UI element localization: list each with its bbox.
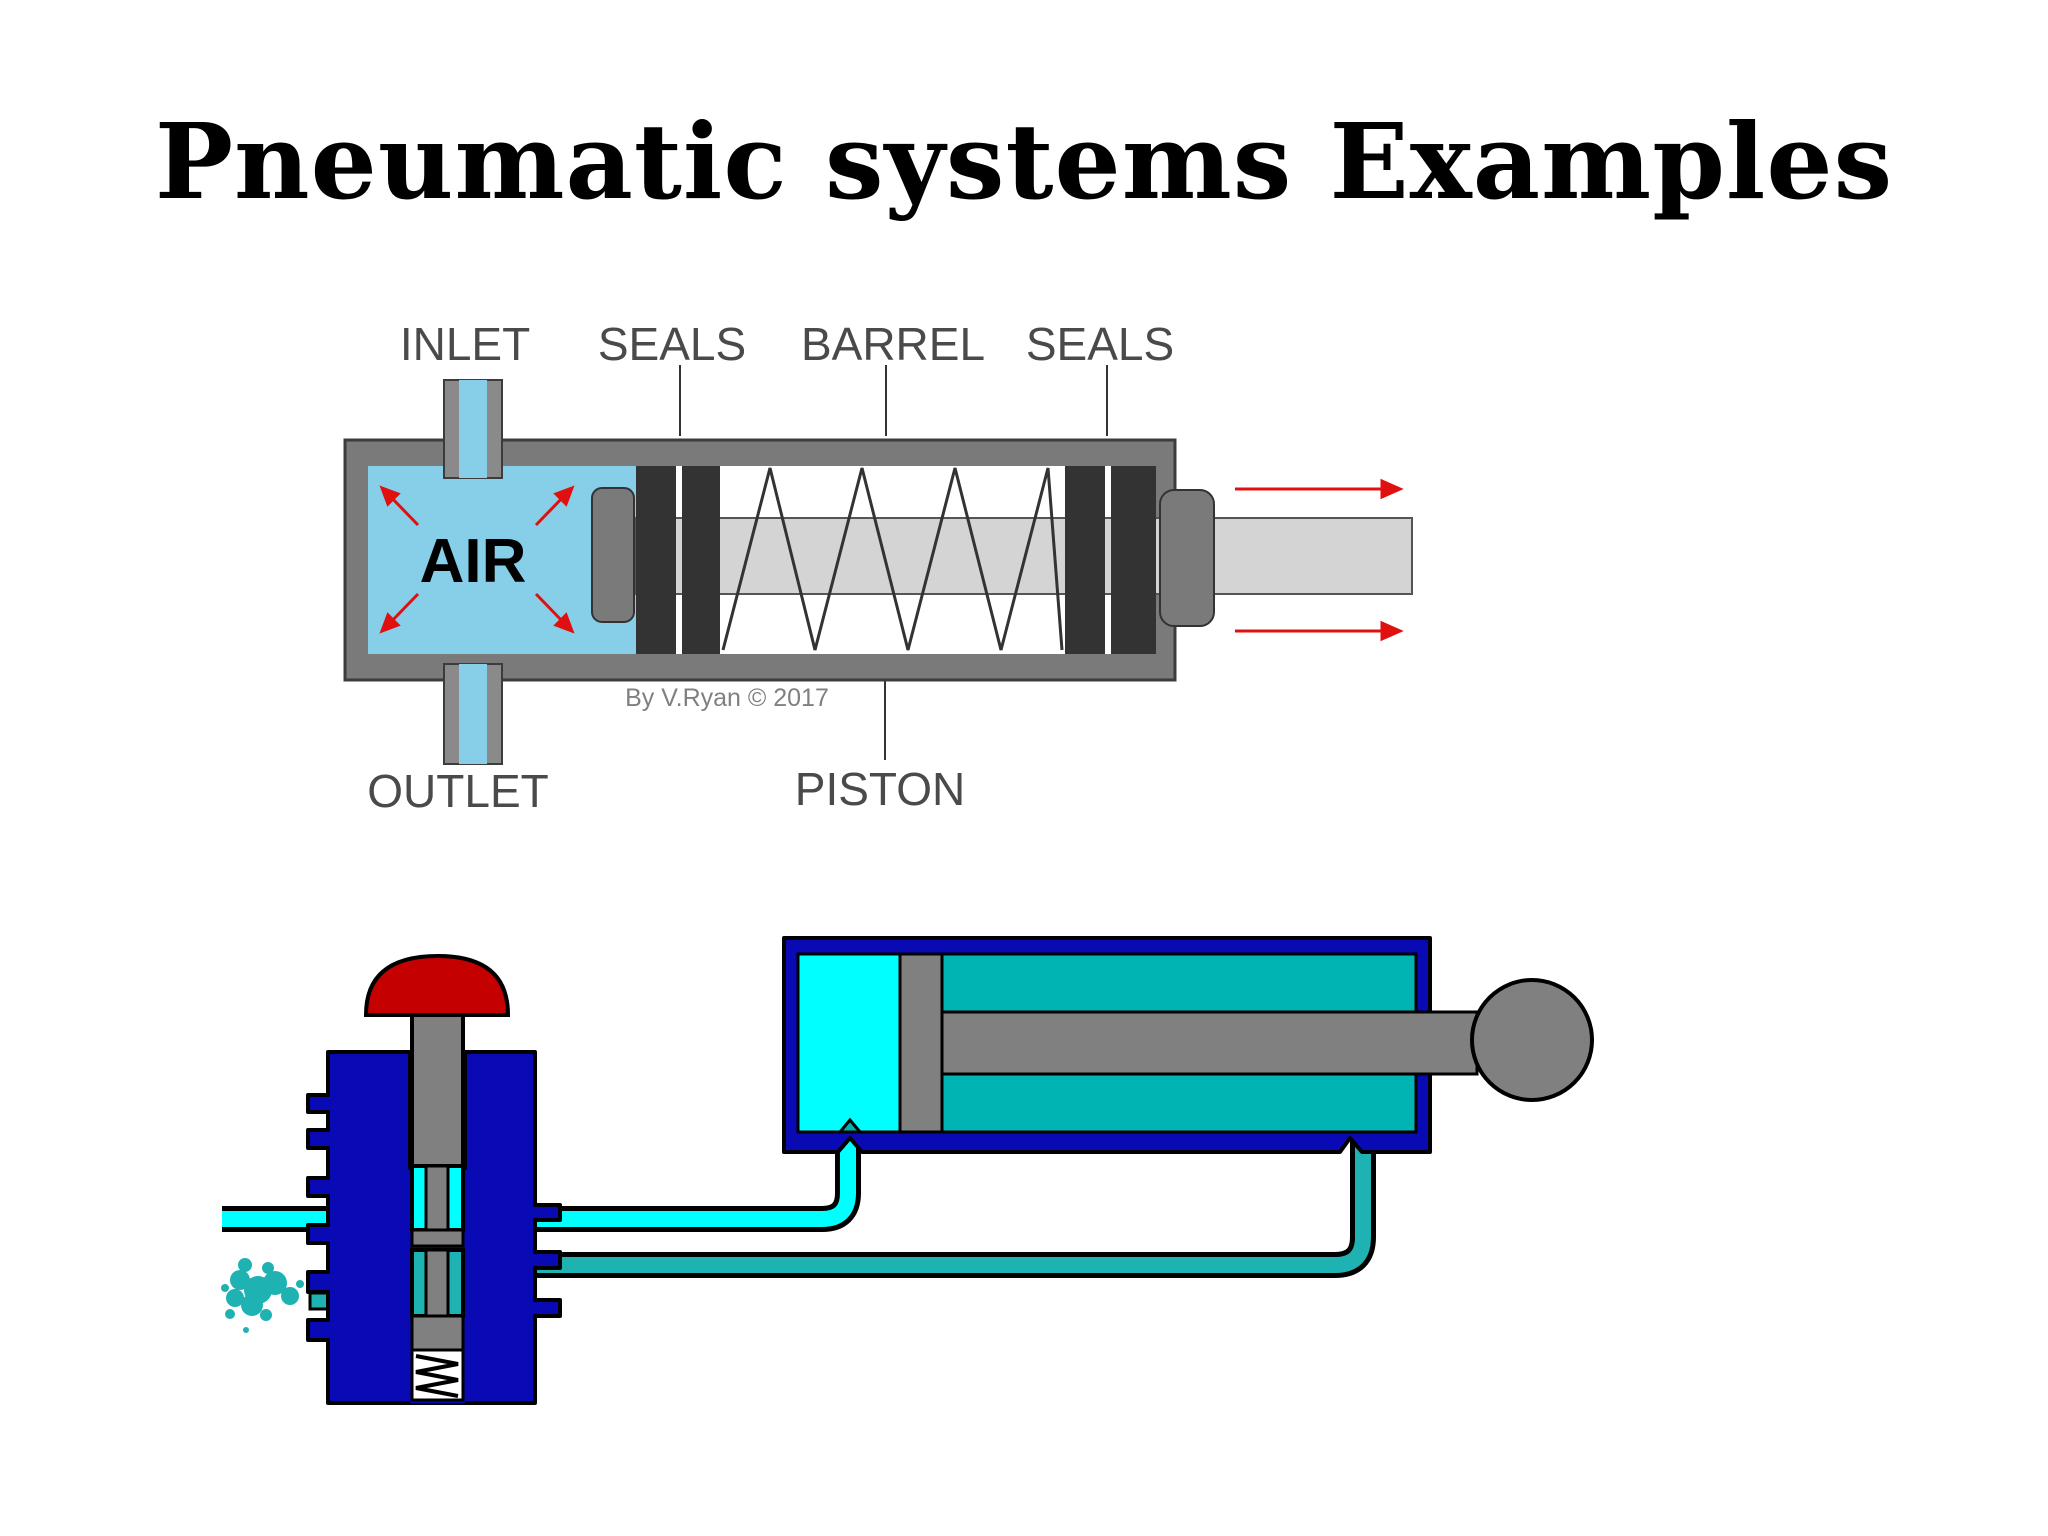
- cylinder-piston: [898, 952, 944, 1134]
- rod-end-ball: [1470, 978, 1594, 1102]
- valve-spring-icon: [415, 1354, 459, 1398]
- inlet-label: INLET: [400, 318, 530, 370]
- credit-label: By V.Ryan © 2017: [625, 684, 829, 712]
- seal-right-1: [1065, 466, 1105, 654]
- supply-pipe: [222, 1128, 856, 1227]
- outlet-channel: [459, 664, 487, 764]
- spool-shaft-lower: [424, 1248, 450, 1318]
- air-label: AIR: [420, 527, 527, 596]
- rod-gland: [1159, 489, 1215, 627]
- cylinder-rod: [940, 1010, 1479, 1076]
- cylinder-diagram: INLET SEALS BARREL SEALS OUTLET PISTON A…: [343, 318, 1413, 817]
- motion-arrows: [1235, 478, 1404, 642]
- outlet-label: OUTLET: [367, 765, 548, 817]
- inlet-channel: [459, 380, 487, 478]
- barrel-label: BARREL: [801, 318, 985, 370]
- seals-right-label: SEALS: [1026, 318, 1174, 370]
- valve-stem: [410, 998, 465, 1170]
- seal-left-2: [682, 466, 720, 654]
- spool-land: [410, 1228, 465, 1248]
- spool-base: [410, 1314, 465, 1352]
- air-pressure-arrows: [379, 485, 575, 634]
- slide-title: Pneumatic systems Examples: [154, 100, 1894, 223]
- spool-shaft-upper: [424, 1164, 450, 1232]
- seal-left-1: [636, 466, 676, 654]
- valve-cylinder-diagram: [221, 936, 1594, 1405]
- seal-right-2: [1111, 466, 1156, 654]
- piston-nut-icon: [591, 487, 635, 623]
- push-button: [363, 953, 511, 1017]
- cylinder-air-pocket: [796, 952, 902, 1134]
- seals-left-label: SEALS: [598, 318, 746, 370]
- return-pipe: [530, 1128, 1371, 1273]
- return-spring: [721, 467, 1064, 651]
- exhaust-spray-icon: [221, 1258, 304, 1333]
- piston-label: PISTON: [795, 763, 965, 815]
